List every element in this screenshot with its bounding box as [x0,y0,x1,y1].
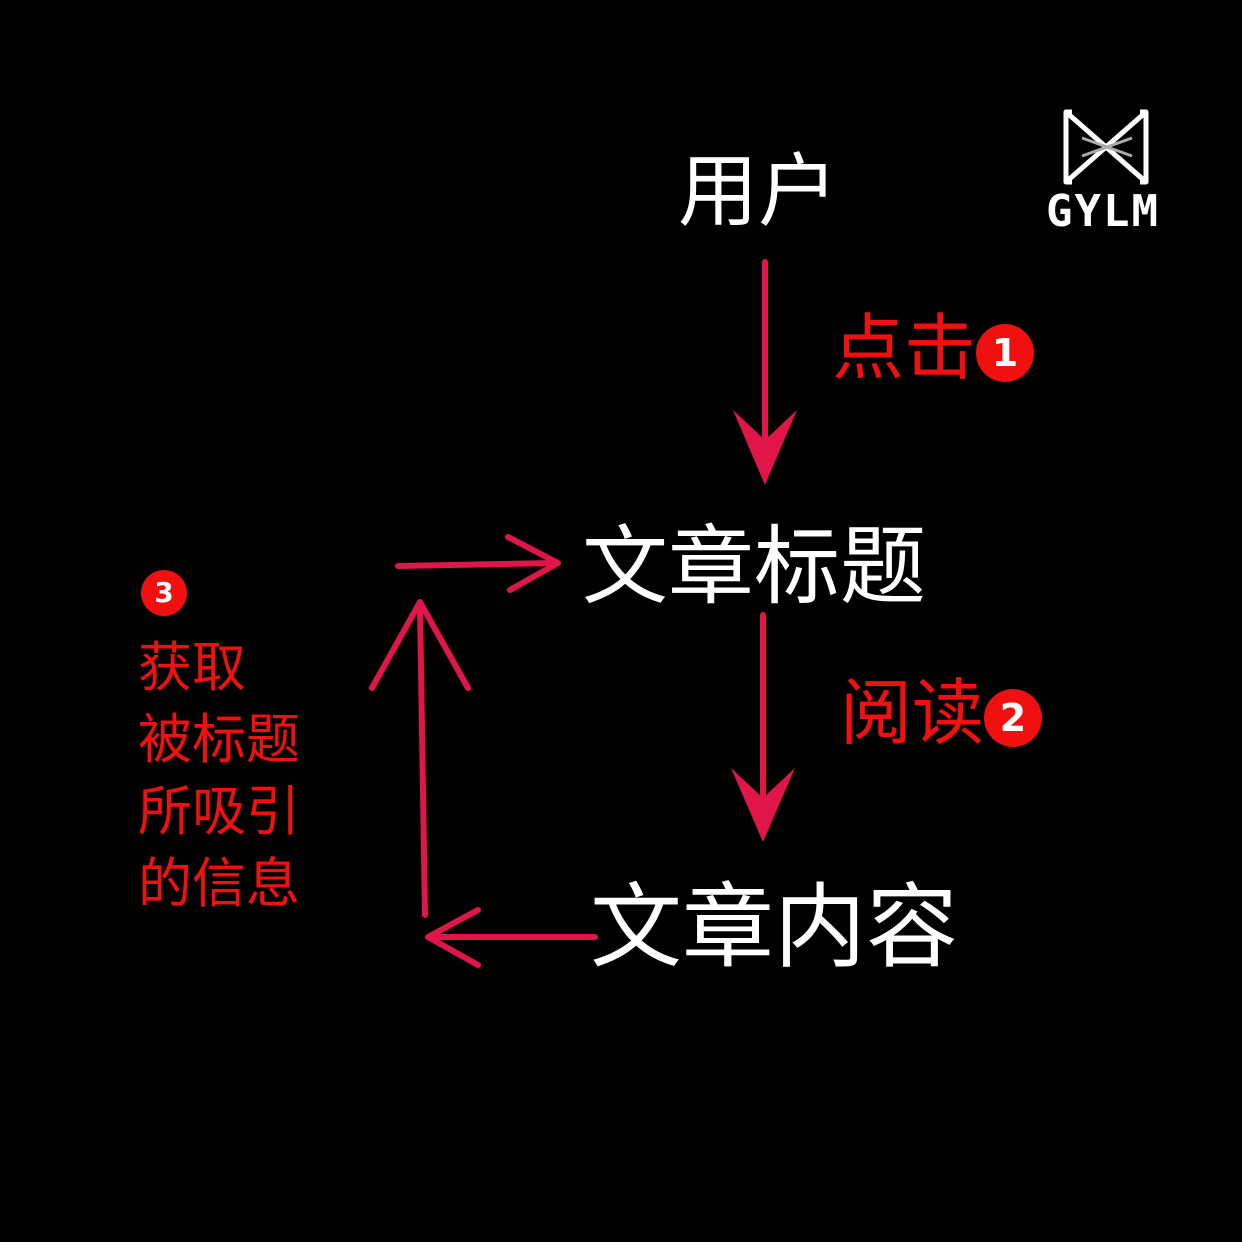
node-article-title: 文章标题 [582,517,926,617]
node-article-content: 文章内容 [590,874,959,981]
gylm-logo: GYLM [1046,108,1166,237]
arrowhead-down-2 [731,768,795,842]
step-2-badge: 2 [984,689,1043,748]
step-3-badge: 3 [141,570,187,616]
read-text: 阅读 [840,671,985,755]
node-user: 用户 [678,145,838,238]
arrowhead-down-1 [733,410,797,485]
arrowhead-up [369,599,471,691]
arrowhead-left [425,907,481,968]
arrowhead-right [505,534,561,593]
info-line: 的信息 [138,852,300,915]
step-1-badge: 1 [976,324,1035,383]
click-text: 点击 [832,306,977,390]
info-line: 获取 [138,636,246,699]
arrow-up [417,602,428,918]
info-line: 被标题 [138,708,300,771]
arrow-to-title [395,560,558,569]
logo-text: GYLM [1046,186,1160,237]
bowtie-logo-icon [1063,109,1149,185]
info-line: 所吸引 [138,780,300,843]
label-info: 获取 被标题 所吸引 的信息 [138,632,300,920]
